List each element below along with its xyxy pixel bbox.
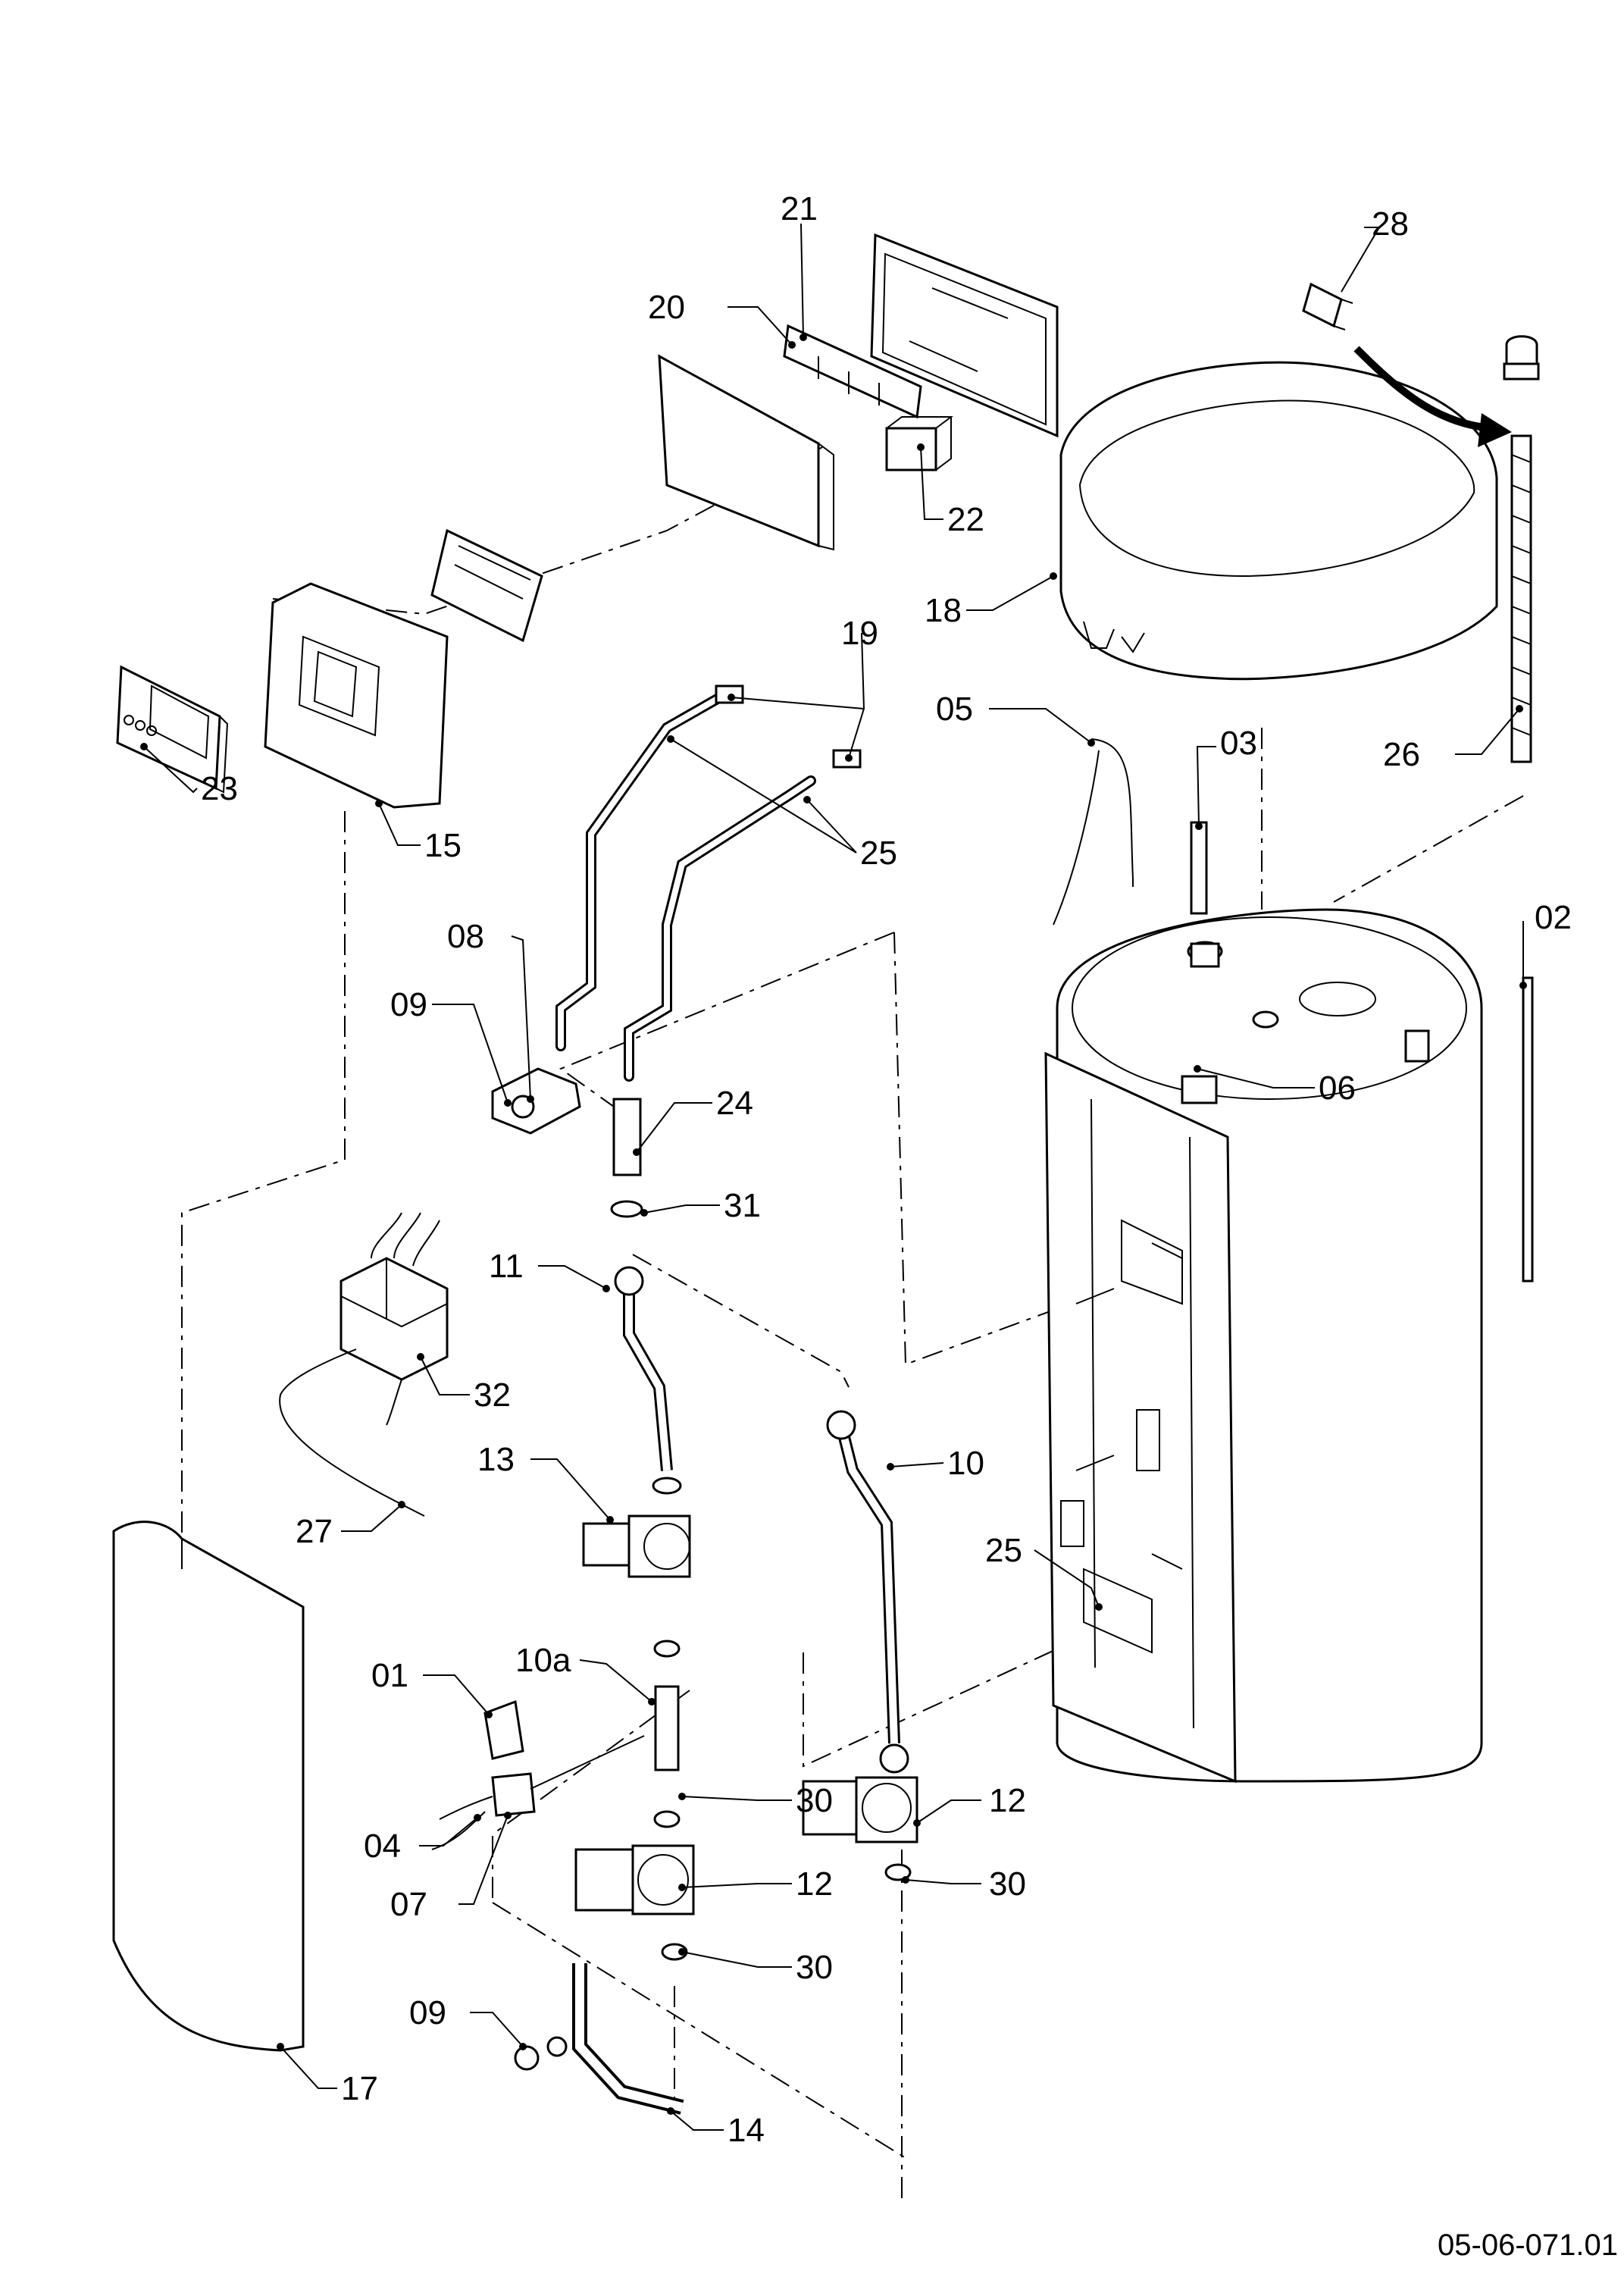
storage-cylinder <box>1044 908 1483 1784</box>
pump-group-3 <box>514 1844 695 2115</box>
callout-09-top: 09 <box>390 986 427 1023</box>
callout-10a: 10a <box>515 1642 571 1679</box>
callout-09-bottom: 09 <box>409 1994 446 2031</box>
callout-31: 31 <box>724 1187 761 1224</box>
callout-30-b: 30 <box>989 1865 1026 1903</box>
leader-lines <box>143 223 1524 2131</box>
callout-03: 03 <box>1220 725 1257 762</box>
callout-12-left: 12 <box>796 1865 833 1903</box>
callout-24: 24 <box>716 1085 753 1122</box>
insulation-cover <box>1059 361 1498 681</box>
callout-26: 25 <box>985 1532 1022 1569</box>
drawing-code: 05-06-071.01 <box>1438 2229 1618 2262</box>
sensors <box>1053 738 1534 1283</box>
callout-23: 23 <box>201 770 238 807</box>
junction-box <box>279 1212 449 1517</box>
callout-labels: 21 20 22 28 18 19 25 05 03 26 02 06 08 0… <box>201 190 1572 2149</box>
callout-10: 10 <box>947 1445 984 1482</box>
callout-02: 02 <box>1535 899 1572 936</box>
callout-06: 06 <box>1319 1070 1356 1107</box>
callout-29: 28 <box>1372 205 1409 243</box>
callout-08: 08 <box>447 918 484 955</box>
callout-27: 26 <box>1383 736 1420 773</box>
callout-11: 11 <box>489 1248 524 1285</box>
flow-pipes <box>491 684 862 1218</box>
callout-21: 21 <box>781 190 818 227</box>
callout-20: 20 <box>648 289 685 326</box>
callout-28: 27 <box>296 1513 333 1550</box>
callout-19: 19 <box>841 615 878 652</box>
leader-dots <box>140 334 1527 2115</box>
callout-25: 25 <box>860 835 897 872</box>
callout-32: 32 <box>474 1377 511 1414</box>
callout-17: 17 <box>341 2070 378 2107</box>
callout-05: 05 <box>936 691 973 728</box>
callout-14: 14 <box>728 2112 765 2149</box>
callout-01: 01 <box>371 1657 408 1694</box>
pump-group-1 <box>582 1266 691 1828</box>
callout-12-right: 12 <box>989 1782 1026 1819</box>
callout-15: 15 <box>424 827 462 864</box>
callout-13: 13 <box>477 1441 515 1478</box>
safety-valve <box>431 1699 645 1850</box>
callout-30-a: 30 <box>796 1782 833 1819</box>
callout-18: 18 <box>925 592 962 629</box>
callout-04: 04 <box>364 1828 401 1865</box>
anode-rod <box>1302 282 1540 763</box>
callout-30-c: 30 <box>796 1949 833 1986</box>
callout-07: 07 <box>390 1886 427 1923</box>
pump-group-2 <box>802 1410 918 1881</box>
callout-22: 22 <box>947 501 984 538</box>
control-housing <box>116 233 1059 809</box>
front-panel <box>112 1521 305 2052</box>
